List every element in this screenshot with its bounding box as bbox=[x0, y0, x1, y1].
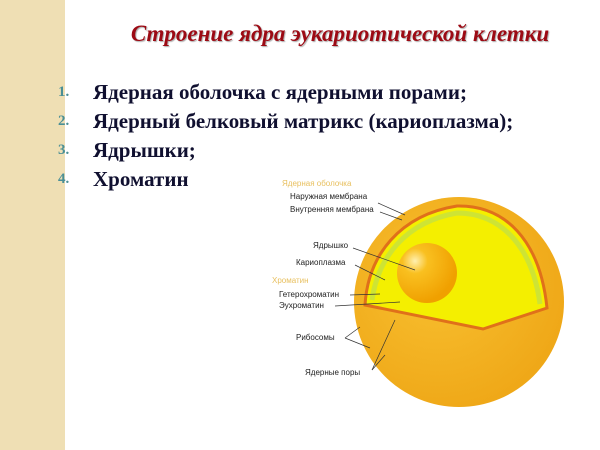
list-item: 3. Ядрышки; bbox=[50, 136, 583, 165]
label-outer-membrane: Наружная мембрана bbox=[290, 192, 368, 201]
structure-list: 1. Ядерная оболочка с ядерными порами; 2.… bbox=[50, 78, 583, 194]
label-karyoplasm: Кариоплазма bbox=[296, 258, 346, 267]
list-item: 1. Ядерная оболочка с ядерными порами; bbox=[50, 78, 583, 107]
list-text: Ядрышки; bbox=[93, 138, 196, 162]
list-text: Хроматин bbox=[93, 167, 189, 191]
nucleolus bbox=[397, 243, 457, 303]
label-nuclear-pores: Ядерные поры bbox=[305, 368, 360, 377]
label-inner-membrane: Внутренняя мембрана bbox=[290, 205, 374, 214]
label-envelope: Ядерная оболочка bbox=[282, 179, 352, 188]
list-item: 4. Хроматин bbox=[50, 165, 583, 194]
label-nucleolus: Ядрышко bbox=[313, 241, 349, 250]
list-text: Ядерный белковый матрикс (кариоплазма); bbox=[93, 109, 514, 133]
list-item: 2. Ядерный белковый матрикс (кариоплазма)… bbox=[50, 107, 583, 136]
label-ribosomes: Рибосомы bbox=[296, 333, 335, 342]
decorative-band bbox=[0, 0, 65, 450]
label-heterochromatin: Гетерохроматин bbox=[279, 290, 339, 299]
list-text: Ядерная оболочка с ядерными порами; bbox=[93, 80, 467, 104]
list-number: 1. bbox=[58, 84, 70, 100]
list-number: 2. bbox=[58, 113, 70, 129]
slide-title: Строение ядра эукариотической клетки bbox=[130, 21, 550, 46]
label-euchromatin: Эухроматин bbox=[279, 301, 324, 310]
list-number: 4. bbox=[58, 171, 70, 187]
list-number: 3. bbox=[58, 142, 70, 158]
leader-lines bbox=[334, 202, 416, 371]
karyoplasm-edge bbox=[369, 210, 543, 305]
label-chromatin: Хроматин bbox=[272, 276, 309, 285]
